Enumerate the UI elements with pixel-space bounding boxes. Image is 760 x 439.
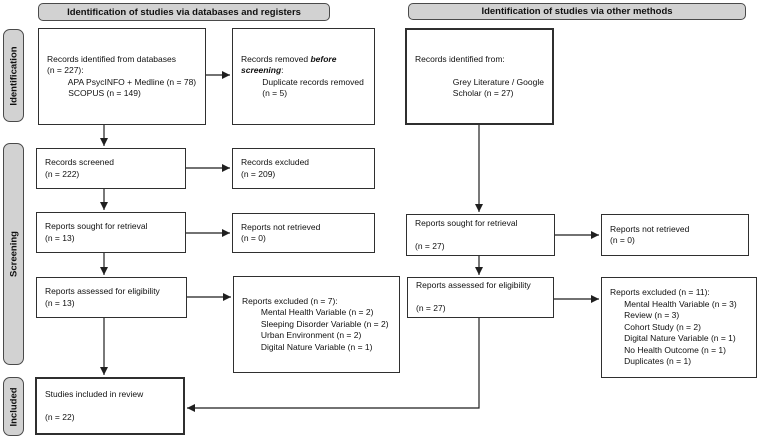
- box-records-identified-other: Records identified from: Grey Literature…: [405, 28, 554, 125]
- box-reports-sought-retrieval-other: Reports sought for retrieval(n = 27): [406, 214, 555, 256]
- box-reports-not-retrieved-db: Reports not retrieved(n = 0): [232, 213, 375, 253]
- box-reports-assessed-eligibility-other: Reports assessed for eligibility(n = 27): [407, 277, 554, 318]
- stage-identification-text: Identification: [8, 45, 19, 106]
- banner-databases-registers-label: Identification of studies via databases …: [67, 6, 301, 18]
- box-reports-not-retrieved-other: Reports not retrieved(n = 0): [601, 214, 749, 256]
- box-reports-assessed-eligibility-db: Reports assessed for eligibility(n = 13): [36, 277, 187, 318]
- box-reports-excluded-db: Reports excluded (n = 7): Mental Health …: [233, 276, 400, 373]
- banner-databases-registers: Identification of studies via databases …: [38, 3, 330, 21]
- box-reports-excluded-other: Reports excluded (n = 11): Mental Health…: [601, 277, 757, 378]
- box-studies-included-review: Studies included in review(n = 22): [35, 377, 185, 435]
- box-records-identified-databases: Records identified from databases(n = 22…: [38, 28, 206, 125]
- stage-label-identification: Identification: [3, 29, 24, 122]
- stage-label-screening: Screening: [3, 143, 24, 365]
- banner-other-methods: Identification of studies via other meth…: [408, 3, 746, 20]
- stage-included-text: Included: [8, 386, 19, 427]
- box-records-screened: Records screened(n = 222): [36, 148, 186, 189]
- banner-other-methods-label: Identification of studies via other meth…: [481, 6, 673, 17]
- stage-screening-text: Screening: [8, 231, 19, 277]
- stage-label-included: Included: [3, 377, 24, 436]
- box-reports-sought-retrieval-db: Reports sought for retrieval(n = 13): [36, 212, 186, 253]
- box-records-excluded: Records excluded(n = 209): [232, 148, 375, 189]
